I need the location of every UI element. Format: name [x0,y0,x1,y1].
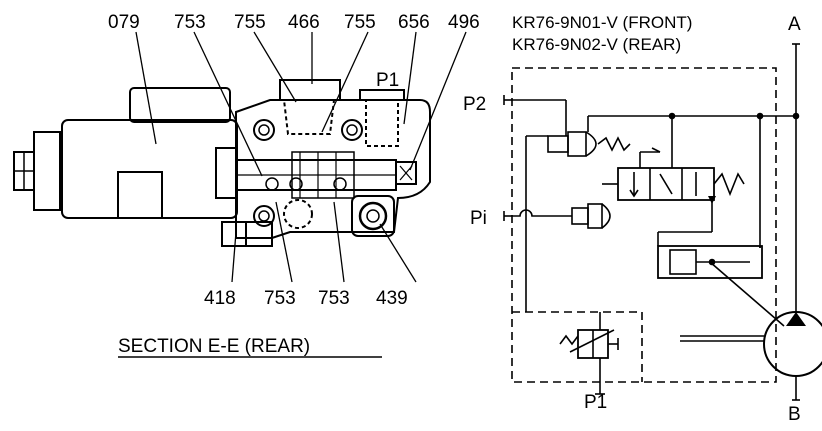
port-b-label: B [788,404,801,425]
pump-direction-arrow [786,312,806,326]
port-p2-label: P2 [463,94,486,115]
section-drawing [13,79,431,247]
callout-496: 496 [448,12,480,33]
plug-439-housing [351,195,395,237]
leader-lines [135,31,467,283]
mount-foot-left [221,221,247,247]
callout-753-bottom-left: 753 [264,288,296,309]
model-front: KR76-9N01-V (FRONT) [512,13,692,32]
p2-piston [547,135,569,153]
port-p1-label: P1 [584,392,607,413]
mount-foot-right [245,221,273,247]
p2-cylinder [567,131,587,157]
connector-window [117,171,163,219]
pi-cap [601,203,611,229]
callout-753-bottom-right: 753 [318,288,350,309]
servo-piston [669,249,697,275]
valve-spring [713,172,745,197]
callout-p1-port: P1 [376,70,399,91]
callout-656: 656 [398,12,430,33]
section-caption: SECTION E-E (REAR) [118,336,310,357]
coil-bracket [129,87,231,123]
p1-port-bore [365,99,399,147]
port-a-label: A [788,14,801,35]
callout-079: 079 [108,12,140,33]
plug-466 [279,79,341,101]
adjust-screw [13,151,35,191]
body-flange [215,147,237,199]
valve-body [235,99,431,239]
lock-nut [33,131,61,211]
pi-cylinder [587,203,603,229]
callout-439: 439 [376,288,408,309]
check-ball [283,199,313,229]
servo-cylinder [657,245,763,279]
solenoid-body [61,119,238,219]
p2-cap [585,131,597,157]
callout-418: 418 [204,288,236,309]
bolt-lower-left [253,205,275,227]
end-cap-496 [395,161,417,185]
model-rear: KR76-9N02-V (REAR) [512,35,681,54]
bolt-upper-left [253,119,275,141]
plug-bore [282,99,336,135]
callout-753-top: 753 [174,12,206,33]
pi-piston [571,207,589,225]
callout-755-right: 755 [344,12,376,33]
hydraulic-schematic [503,43,822,401]
plug-439 [358,201,388,231]
callout-755-left: 755 [234,12,266,33]
port-pi-label: Pi [470,208,487,229]
callout-466: 466 [288,12,320,33]
bolt-upper-right [341,119,363,141]
p2-spring [597,136,631,152]
swash-link [709,261,785,327]
regulator-enclosure [511,67,777,383]
